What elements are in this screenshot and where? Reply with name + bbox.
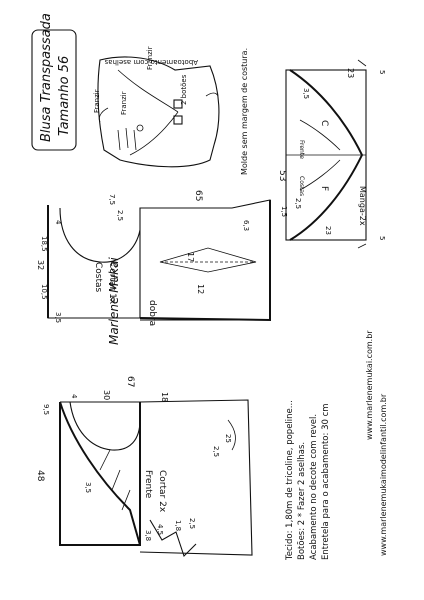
- front-curve-small: [227, 419, 236, 451]
- instructions-entretela: Entretela para o acabamento: 30 cm: [321, 403, 331, 560]
- url-secondary[interactable]: www.marlenemukaimodelinfantil.com.br: [379, 393, 388, 556]
- back-outline: [47, 199, 271, 321]
- blouse-sketch: Franzir Franzir Franzir Abotoamento com …: [93, 46, 220, 168]
- front-m18b: 1,8: [174, 520, 182, 531]
- title-block: Blusa Transpassada Tamanho 56: [31, 13, 77, 151]
- front-cut-label: Cortar 2x: [157, 470, 167, 513]
- sleeve-m5b: 5: [378, 236, 386, 240]
- back-m63: 6,3: [242, 220, 250, 231]
- svg-text:Marlene Mukai: Marlene Mukai: [107, 257, 121, 345]
- sleeve-m53: 53: [277, 170, 287, 181]
- button-icon: [136, 124, 144, 132]
- url-block-2: www.marlenemukaimodelinfantil.com.br: [379, 393, 388, 556]
- sleeve-c-mark: C: [319, 120, 329, 126]
- sleeve-costas-label: Costas: [298, 176, 305, 196]
- title-line2: Tamanho 56: [57, 56, 72, 136]
- blouse-body: [97, 56, 220, 168]
- front-label: Frente: [143, 470, 153, 499]
- url-primary[interactable]: www.marlenemukai.com.br: [365, 330, 374, 440]
- front-piece: 67 30 18 4 9,5 48 3,5 25 2,5 3,8 4,5 1,8…: [35, 376, 253, 558]
- back-m15: 1,5: [280, 206, 288, 217]
- instructions-acabamento: Acabamento no decote com revel.: [309, 414, 319, 560]
- instructions-tecido: Tecido: 1,80m de tricoline, popeline...: [285, 400, 295, 561]
- front-outline: [60, 399, 253, 556]
- title-box: [31, 29, 77, 151]
- sleeve-piece: 23 53 5 5 3,5 2,5 23 Frente Costas C F M…: [277, 59, 386, 249]
- sleeve-cap-curve: [289, 69, 364, 241]
- back-dart: [159, 247, 257, 273]
- front-m25c: 2,5: [188, 518, 196, 529]
- sleeve-outline: [98, 92, 219, 123]
- sleeve-m25: 2,5: [294, 198, 302, 209]
- back-fold-label: dobra: [147, 300, 157, 326]
- sleeve-m35: 3,5: [302, 88, 310, 99]
- back-m65: 65: [193, 190, 203, 201]
- title-line1: Blusa Transpassada: [39, 13, 54, 142]
- front-zigzag: [149, 519, 197, 558]
- sleeve-m5: 5: [378, 70, 386, 74]
- acabamento-label: Abotoamento com aselhas: [104, 58, 198, 66]
- franzir-left-label: Franzir: [120, 91, 128, 115]
- front-m45: 4,5: [156, 524, 164, 535]
- front-m30: 30: [102, 390, 111, 400]
- sleeve-m23: 23: [346, 68, 355, 78]
- sleeve-notch: [357, 59, 367, 249]
- dois-botoes-label: 2 botões: [180, 74, 188, 105]
- back-m185: 18,5: [40, 236, 48, 252]
- front-m4: 4: [70, 394, 78, 399]
- front-armhole: [69, 401, 141, 451]
- back-m12: 12: [196, 284, 205, 294]
- front-gather-marks: [99, 449, 131, 511]
- back-m4: 4: [54, 220, 62, 225]
- back-m32: 32: [36, 260, 45, 270]
- front-m25: 25: [224, 434, 232, 443]
- back-piece: 65 32 4 18,5 10,5 3,5 7,5 2,5 1,5 17 12 …: [36, 190, 288, 326]
- back-m35: 3,5: [54, 312, 62, 323]
- button-icon: [173, 99, 183, 109]
- sleeve-label: Manga-2x: [358, 186, 367, 226]
- front-m48: 48: [35, 470, 45, 482]
- back-m17: 17: [186, 252, 195, 262]
- front-m38: 3,8: [144, 530, 152, 541]
- front-m25b: 2,5: [212, 446, 220, 457]
- front-m67: 67: [125, 376, 135, 387]
- front-m35: 3,5: [84, 482, 92, 493]
- back-label: Costas: [93, 262, 103, 293]
- front-m95: 9,5: [42, 404, 50, 415]
- instructions: Tecido: 1,80m de tricoline, popeline... …: [285, 400, 331, 561]
- blouse-gathers: [117, 127, 137, 151]
- front-outline-left: [59, 402, 141, 546]
- back-armhole: [59, 207, 141, 263]
- back-m25: 2,5: [116, 210, 124, 221]
- sleeve-frente-label: Frente: [298, 140, 305, 159]
- signature: Marlene Mukai: [107, 257, 121, 345]
- sleeve-cap-guide: [299, 159, 341, 191]
- franzir-top-label: Franzir: [146, 46, 154, 70]
- sleeve-m23b: 23: [324, 226, 332, 235]
- front-neckline-curve: [59, 401, 141, 546]
- sleeve-cap-guide: [299, 119, 341, 151]
- front-m18: 18: [160, 392, 169, 402]
- button-icon: [173, 115, 183, 125]
- back-m75: 7,5: [108, 194, 116, 205]
- url-block: www.marlenemukai.com.br: [365, 330, 374, 440]
- mold-note: Molde sem margem de costura.: [240, 48, 249, 175]
- back-m105: 10,5: [40, 284, 48, 300]
- instructions-botoes: Botões: 2 * Fazer 2 aselhas.: [297, 442, 307, 560]
- sleeve-f-mark: F: [319, 186, 329, 191]
- svg-text:Molde sem margem de costura.: Molde sem margem de costura.: [240, 48, 249, 175]
- back-cut-label: Cortar 1x: [107, 262, 117, 305]
- franzir-bottom-label: Franzir: [93, 89, 101, 113]
- back-edges: [47, 200, 271, 322]
